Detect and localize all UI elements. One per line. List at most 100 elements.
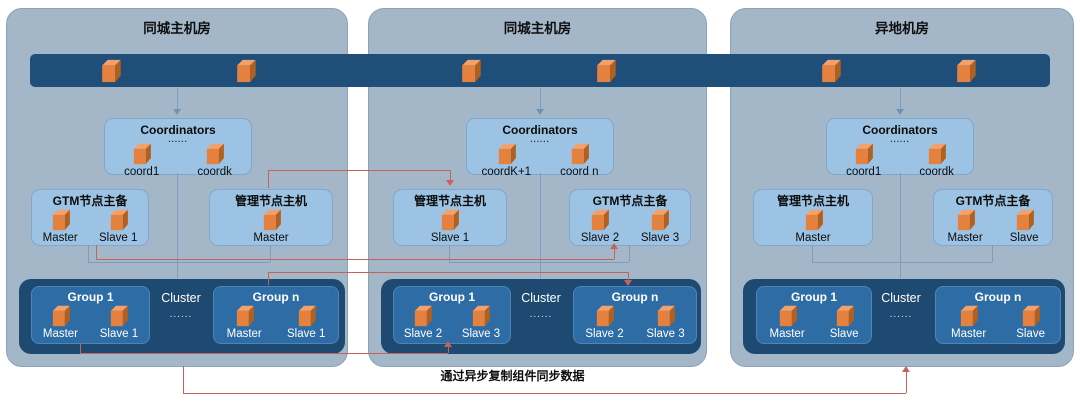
- group1-replication-line: [80, 353, 448, 354]
- node-label: Slave 3: [461, 328, 501, 340]
- coordinator-node: coord n: [560, 142, 598, 179]
- group-node: Slave: [829, 304, 859, 341]
- group-node: Slave: [1016, 304, 1045, 341]
- ellipsis: ......: [168, 135, 188, 144]
- node-label: Master: [795, 232, 831, 244]
- server-cube-icon: [592, 209, 610, 231]
- branch-bus-line: [88, 262, 270, 263]
- server-cube-icon: [52, 305, 70, 327]
- node-row: coordK+1 coord n: [467, 142, 613, 182]
- node-label: Slave: [829, 328, 859, 340]
- mgmt-title: 管理节点主机: [234, 194, 307, 208]
- group-node: Slave 1: [100, 304, 138, 341]
- group-title: Group n: [974, 290, 1022, 304]
- cluster-label: Cluster ......: [515, 291, 567, 324]
- up-arrow-icon: [902, 366, 910, 372]
- group-node: Master: [227, 304, 262, 341]
- group-box: Group n Slave 2 Slave 3: [573, 286, 697, 344]
- server-cube-icon: [206, 143, 225, 165]
- node-row: Slave 2 Slave 3: [570, 208, 690, 248]
- coordinator-node: coord1: [846, 142, 881, 179]
- async-replication-line: [183, 393, 906, 394]
- group-title: Group n: [611, 290, 659, 304]
- node-row: Master Slave 1: [32, 208, 148, 248]
- server-cube-icon: [442, 209, 460, 231]
- group-node: Master: [770, 304, 805, 341]
- group1-replication-line: [448, 347, 449, 353]
- coordinator-node: coord1: [124, 142, 159, 179]
- coordinator-node: coordk: [919, 142, 954, 179]
- group-title: Group 1: [428, 290, 475, 304]
- groupn-replication-line: [268, 272, 628, 273]
- node-row: coord1 coordk: [827, 142, 973, 182]
- group-node: Slave 3: [646, 304, 685, 341]
- mgmt-node: Master: [253, 208, 289, 245]
- coordinators-box: Coordinators ...... coordK+1 coord n: [466, 118, 614, 178]
- node-label: coord1: [124, 166, 160, 178]
- node-label: Slave 1: [99, 232, 138, 244]
- network-bus-bar: [30, 54, 1050, 87]
- down-arrow-icon: [536, 109, 544, 115]
- branch-bus-line: [812, 262, 992, 263]
- server-cube-icon: [133, 143, 152, 165]
- mgmt-node: Slave 1: [431, 208, 469, 245]
- server-cube-icon: [597, 59, 616, 83]
- node-label: coordk: [919, 166, 954, 178]
- mgmt-title: 管理节点主机: [413, 194, 486, 208]
- node-label: Master: [951, 328, 987, 340]
- groupn-replication-line: [628, 272, 629, 282]
- mgmt-replication-line: [450, 170, 451, 182]
- server-cube-icon: [237, 59, 256, 83]
- cluster-box: Group 1 Slave 2 Slave 3 Cluster ......: [381, 279, 701, 354]
- node-row: Master Slave: [936, 304, 1060, 344]
- mgmt-box: 管理节点主机 Slave 1: [393, 189, 507, 246]
- node-label: Master: [769, 328, 805, 340]
- gtm-stub-line: [88, 245, 89, 262]
- cluster-label: Cluster ......: [875, 291, 927, 324]
- server-cube-icon: [498, 143, 516, 165]
- server-cube-icon: [596, 305, 614, 327]
- node-label: coordk: [197, 166, 232, 178]
- coordinators-branch-line: [900, 173, 901, 262]
- gtm-box: GTM节点主备 Master Slave 1: [31, 189, 149, 246]
- coordinator-node: coordk: [197, 142, 232, 179]
- node-row: Slave 2 Slave 3: [394, 304, 510, 344]
- node-row: Slave 1: [394, 208, 506, 248]
- server-cube-icon: [855, 143, 874, 165]
- server-cube-icon: [462, 59, 481, 83]
- server-cube-icon: [236, 305, 254, 327]
- node-label: Slave 3: [646, 328, 685, 340]
- cluster-stub-line: [177, 262, 178, 278]
- server-cube-icon: [928, 143, 947, 165]
- coordinators-box: Coordinators ...... coord1 coordk: [104, 118, 252, 178]
- server-cube-icon: [957, 59, 976, 83]
- server-cube-icon: [822, 59, 841, 83]
- group-title: Group n: [252, 290, 300, 304]
- gtm-stub-line: [629, 245, 630, 262]
- group-node: Master: [43, 304, 78, 341]
- coordinators-branch-line: [177, 173, 178, 262]
- gtm-node: Master: [43, 208, 78, 245]
- server-cube-icon: [1016, 209, 1034, 231]
- server-cube-icon: [657, 305, 675, 327]
- ellipsis: ......: [530, 135, 550, 144]
- coordinator-node: coordK+1: [482, 142, 531, 179]
- bus-to-coordinators-line: [177, 88, 178, 111]
- group-title: Group 1: [790, 290, 837, 304]
- server-cube-icon: [571, 143, 589, 165]
- node-label: Slave: [1016, 328, 1045, 340]
- node-label: Slave 3: [640, 232, 680, 244]
- datacenter-panel-3: 异地机房 Coordinators ...... coord1 coordk 管…: [730, 8, 1074, 367]
- gtm-node: Slave: [1010, 208, 1038, 245]
- panel-title: 异地机房: [875, 21, 929, 36]
- down-arrow-icon: [624, 280, 632, 286]
- server-cube-icon: [102, 59, 121, 83]
- server-cube-icon: [805, 209, 823, 231]
- mgmt-stub-line: [449, 245, 450, 262]
- node-label: Slave 1: [287, 328, 326, 340]
- ellipsis: ......: [169, 309, 193, 320]
- gtm-node: Master: [948, 208, 983, 245]
- gtm-title: GTM节点主备: [955, 194, 1031, 208]
- group-node: Slave 1: [287, 304, 325, 341]
- server-cube-icon: [960, 305, 978, 327]
